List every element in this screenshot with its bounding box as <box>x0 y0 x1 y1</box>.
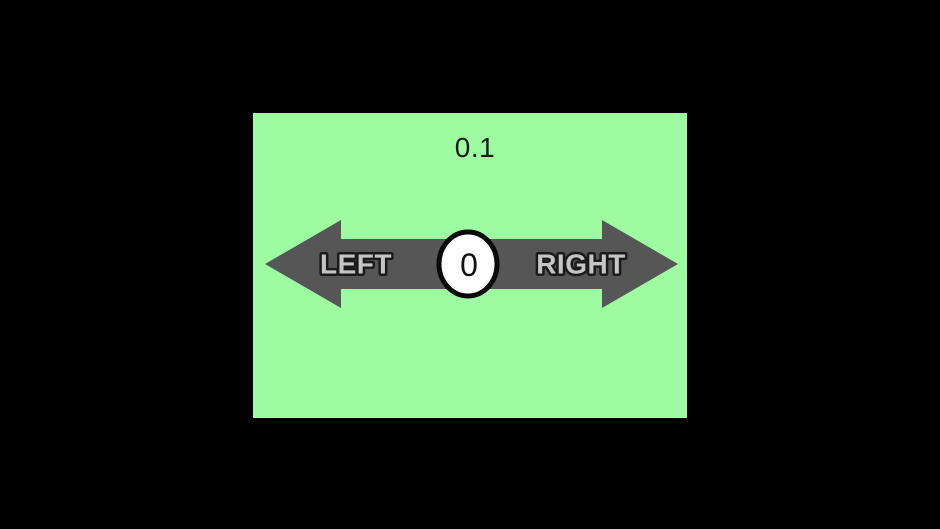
counter-value: 0 <box>460 247 478 283</box>
value-display: 0.1 <box>454 132 496 163</box>
stage: 0.1 LEFT RIGHT 0 <box>253 113 687 418</box>
left-button-label[interactable]: LEFT <box>318 246 395 282</box>
counter-circle <box>436 229 500 299</box>
direction-control: LEFT RIGHT 0 <box>265 220 678 308</box>
right-button-label[interactable]: RIGHT <box>534 246 628 282</box>
